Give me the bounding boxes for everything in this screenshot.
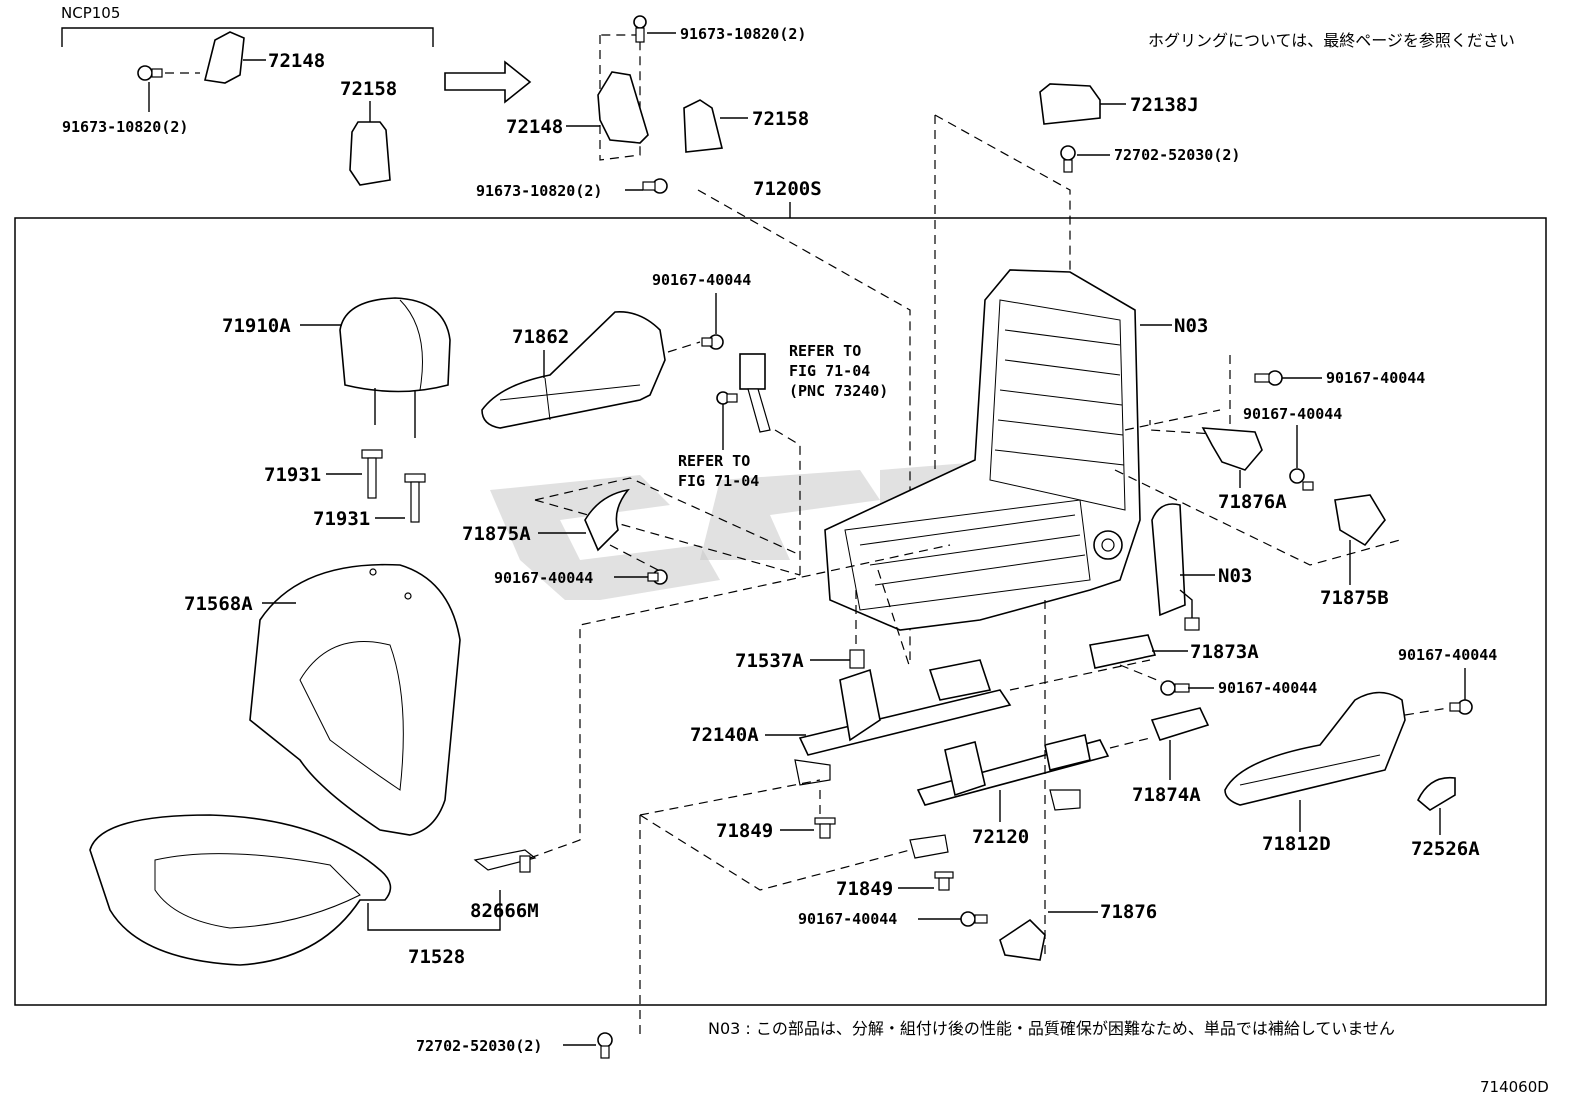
label-71876[interactable]: 71876 <box>1100 901 1157 923</box>
label-71812D[interactable]: 71812D <box>1262 833 1331 855</box>
arrow-right-icon <box>444 60 532 104</box>
label-71875B[interactable]: 71875B <box>1320 587 1389 609</box>
label-71931-a[interactable]: 71931 <box>264 464 321 486</box>
ncp105-bracket <box>61 27 434 47</box>
cover-71876A <box>1201 427 1263 471</box>
label-72138J[interactable]: 72138J <box>1130 94 1199 116</box>
cover-72158-right <box>683 99 723 153</box>
cover-72138J <box>1039 83 1101 125</box>
bolt-icon <box>1119 664 1214 696</box>
rail-72120 <box>909 734 1110 859</box>
label-71528[interactable]: 71528 <box>408 946 465 968</box>
label-71862[interactable]: 71862 <box>512 326 569 348</box>
side-cover-71862 <box>481 311 666 429</box>
cover-71875B <box>1334 494 1386 547</box>
side-shield-71812D <box>1224 691 1406 806</box>
footnote: N03 : この部品は、分解・組付け後の性能・品質確保が困難なため、単品では補給… <box>708 1019 1395 1038</box>
seatbelt-buckle <box>739 353 771 433</box>
figure-number: 714060D <box>1480 1078 1549 1096</box>
label-71537A[interactable]: 71537A <box>735 650 804 672</box>
cover-71875A <box>584 488 630 552</box>
label-72526A[interactable]: 72526A <box>1411 838 1480 860</box>
guide-71931-a <box>361 449 383 499</box>
bracket-72148-right <box>597 71 649 144</box>
label-91673-b[interactable]: 91673-10820(2) <box>680 25 806 43</box>
ref1-line1: REFER TO <box>789 342 861 360</box>
label-91673-c[interactable]: 91673-10820(2) <box>476 182 602 200</box>
ref2-line2: FIG 71-04 <box>678 472 759 490</box>
label-71876A[interactable]: 71876A <box>1218 491 1287 513</box>
ref1-line2: FIG 71-04 <box>789 362 870 380</box>
assembly-frame <box>14 217 1547 1006</box>
label-72158-a[interactable]: 72158 <box>340 78 397 100</box>
bracket-71873A <box>1089 634 1157 669</box>
label-90167-b[interactable]: 90167-40044 <box>1326 369 1425 387</box>
bracket-71874A <box>1150 707 1210 741</box>
bolt-icon <box>137 65 200 112</box>
bolt-icon <box>563 1032 613 1059</box>
bolt-icon <box>918 911 988 927</box>
seat-frame-N03 <box>824 269 1141 631</box>
cover-72158-left <box>349 121 391 186</box>
label-71910A[interactable]: 71910A <box>222 315 291 337</box>
label-72148-b[interactable]: 72148 <box>506 116 563 138</box>
bolt-icon <box>716 391 738 450</box>
label-71873A[interactable]: 71873A <box>1190 641 1259 663</box>
bracket-72148-left <box>204 31 245 84</box>
bolt-icon <box>625 178 668 194</box>
airbag-N03 <box>1151 503 1200 631</box>
ref2-line1: REFER TO <box>678 452 750 470</box>
bolt-icon <box>814 817 836 839</box>
bolt-icon <box>633 15 676 43</box>
rail-72140A <box>794 659 1012 786</box>
label-N03-b[interactable]: N03 <box>1218 565 1252 587</box>
bolt-icon <box>1289 425 1314 491</box>
label-72702-a[interactable]: 72702-52030(2) <box>1114 146 1240 164</box>
clip-82666M <box>473 849 537 873</box>
label-71875A[interactable]: 71875A <box>462 523 531 545</box>
bolt-icon <box>934 871 954 891</box>
label-72140A[interactable]: 72140A <box>690 724 759 746</box>
label-72158-b[interactable]: 72158 <box>752 108 809 130</box>
bolt-icon <box>1060 145 1110 173</box>
label-90167-d[interactable]: 90167-40044 <box>494 569 593 587</box>
label-90167-a[interactable]: 90167-40044 <box>652 271 751 289</box>
label-N03-a[interactable]: N03 <box>1174 315 1208 337</box>
part-71537A <box>849 649 865 669</box>
hogring-note: ホグリングについては、最終ページを参照ください <box>1148 31 1515 50</box>
label-71849-a[interactable]: 71849 <box>716 820 773 842</box>
knob-72526A <box>1417 776 1456 811</box>
model-code: NCP105 <box>61 4 120 22</box>
label-82666M[interactable]: 82666M <box>470 900 539 922</box>
cushion-cover-71528 <box>89 814 392 966</box>
bolt-icon <box>1404 668 1473 716</box>
label-71874A[interactable]: 71874A <box>1132 784 1201 806</box>
label-90167-f[interactable]: 90167-40044 <box>1218 679 1317 697</box>
headrest-71910A <box>339 297 451 438</box>
label-71849-b[interactable]: 71849 <box>836 878 893 900</box>
bolt-icon <box>1254 370 1322 386</box>
label-90167-g[interactable]: 90167-40044 <box>798 910 897 928</box>
guide-71931-b <box>404 473 426 523</box>
label-71200S[interactable]: 71200S <box>753 178 822 200</box>
label-91673-a[interactable]: 91673-10820(2) <box>62 118 188 136</box>
label-90167-e[interactable]: 90167-40044 <box>1398 646 1497 664</box>
label-72120[interactable]: 72120 <box>972 826 1029 848</box>
label-72148-a[interactable]: 72148 <box>268 50 325 72</box>
label-72702-b[interactable]: 72702-52030(2) <box>416 1037 542 1055</box>
bracket-71876 <box>999 918 1046 961</box>
label-71568A[interactable]: 71568A <box>184 593 253 615</box>
seatback-cover-71568A <box>249 563 461 836</box>
label-71931-b[interactable]: 71931 <box>313 508 370 530</box>
bolt-icon <box>667 293 724 353</box>
label-90167-c[interactable]: 90167-40044 <box>1243 405 1342 423</box>
bolt-icon <box>609 544 668 585</box>
ref1-line3: (PNC 73240) <box>789 382 888 400</box>
